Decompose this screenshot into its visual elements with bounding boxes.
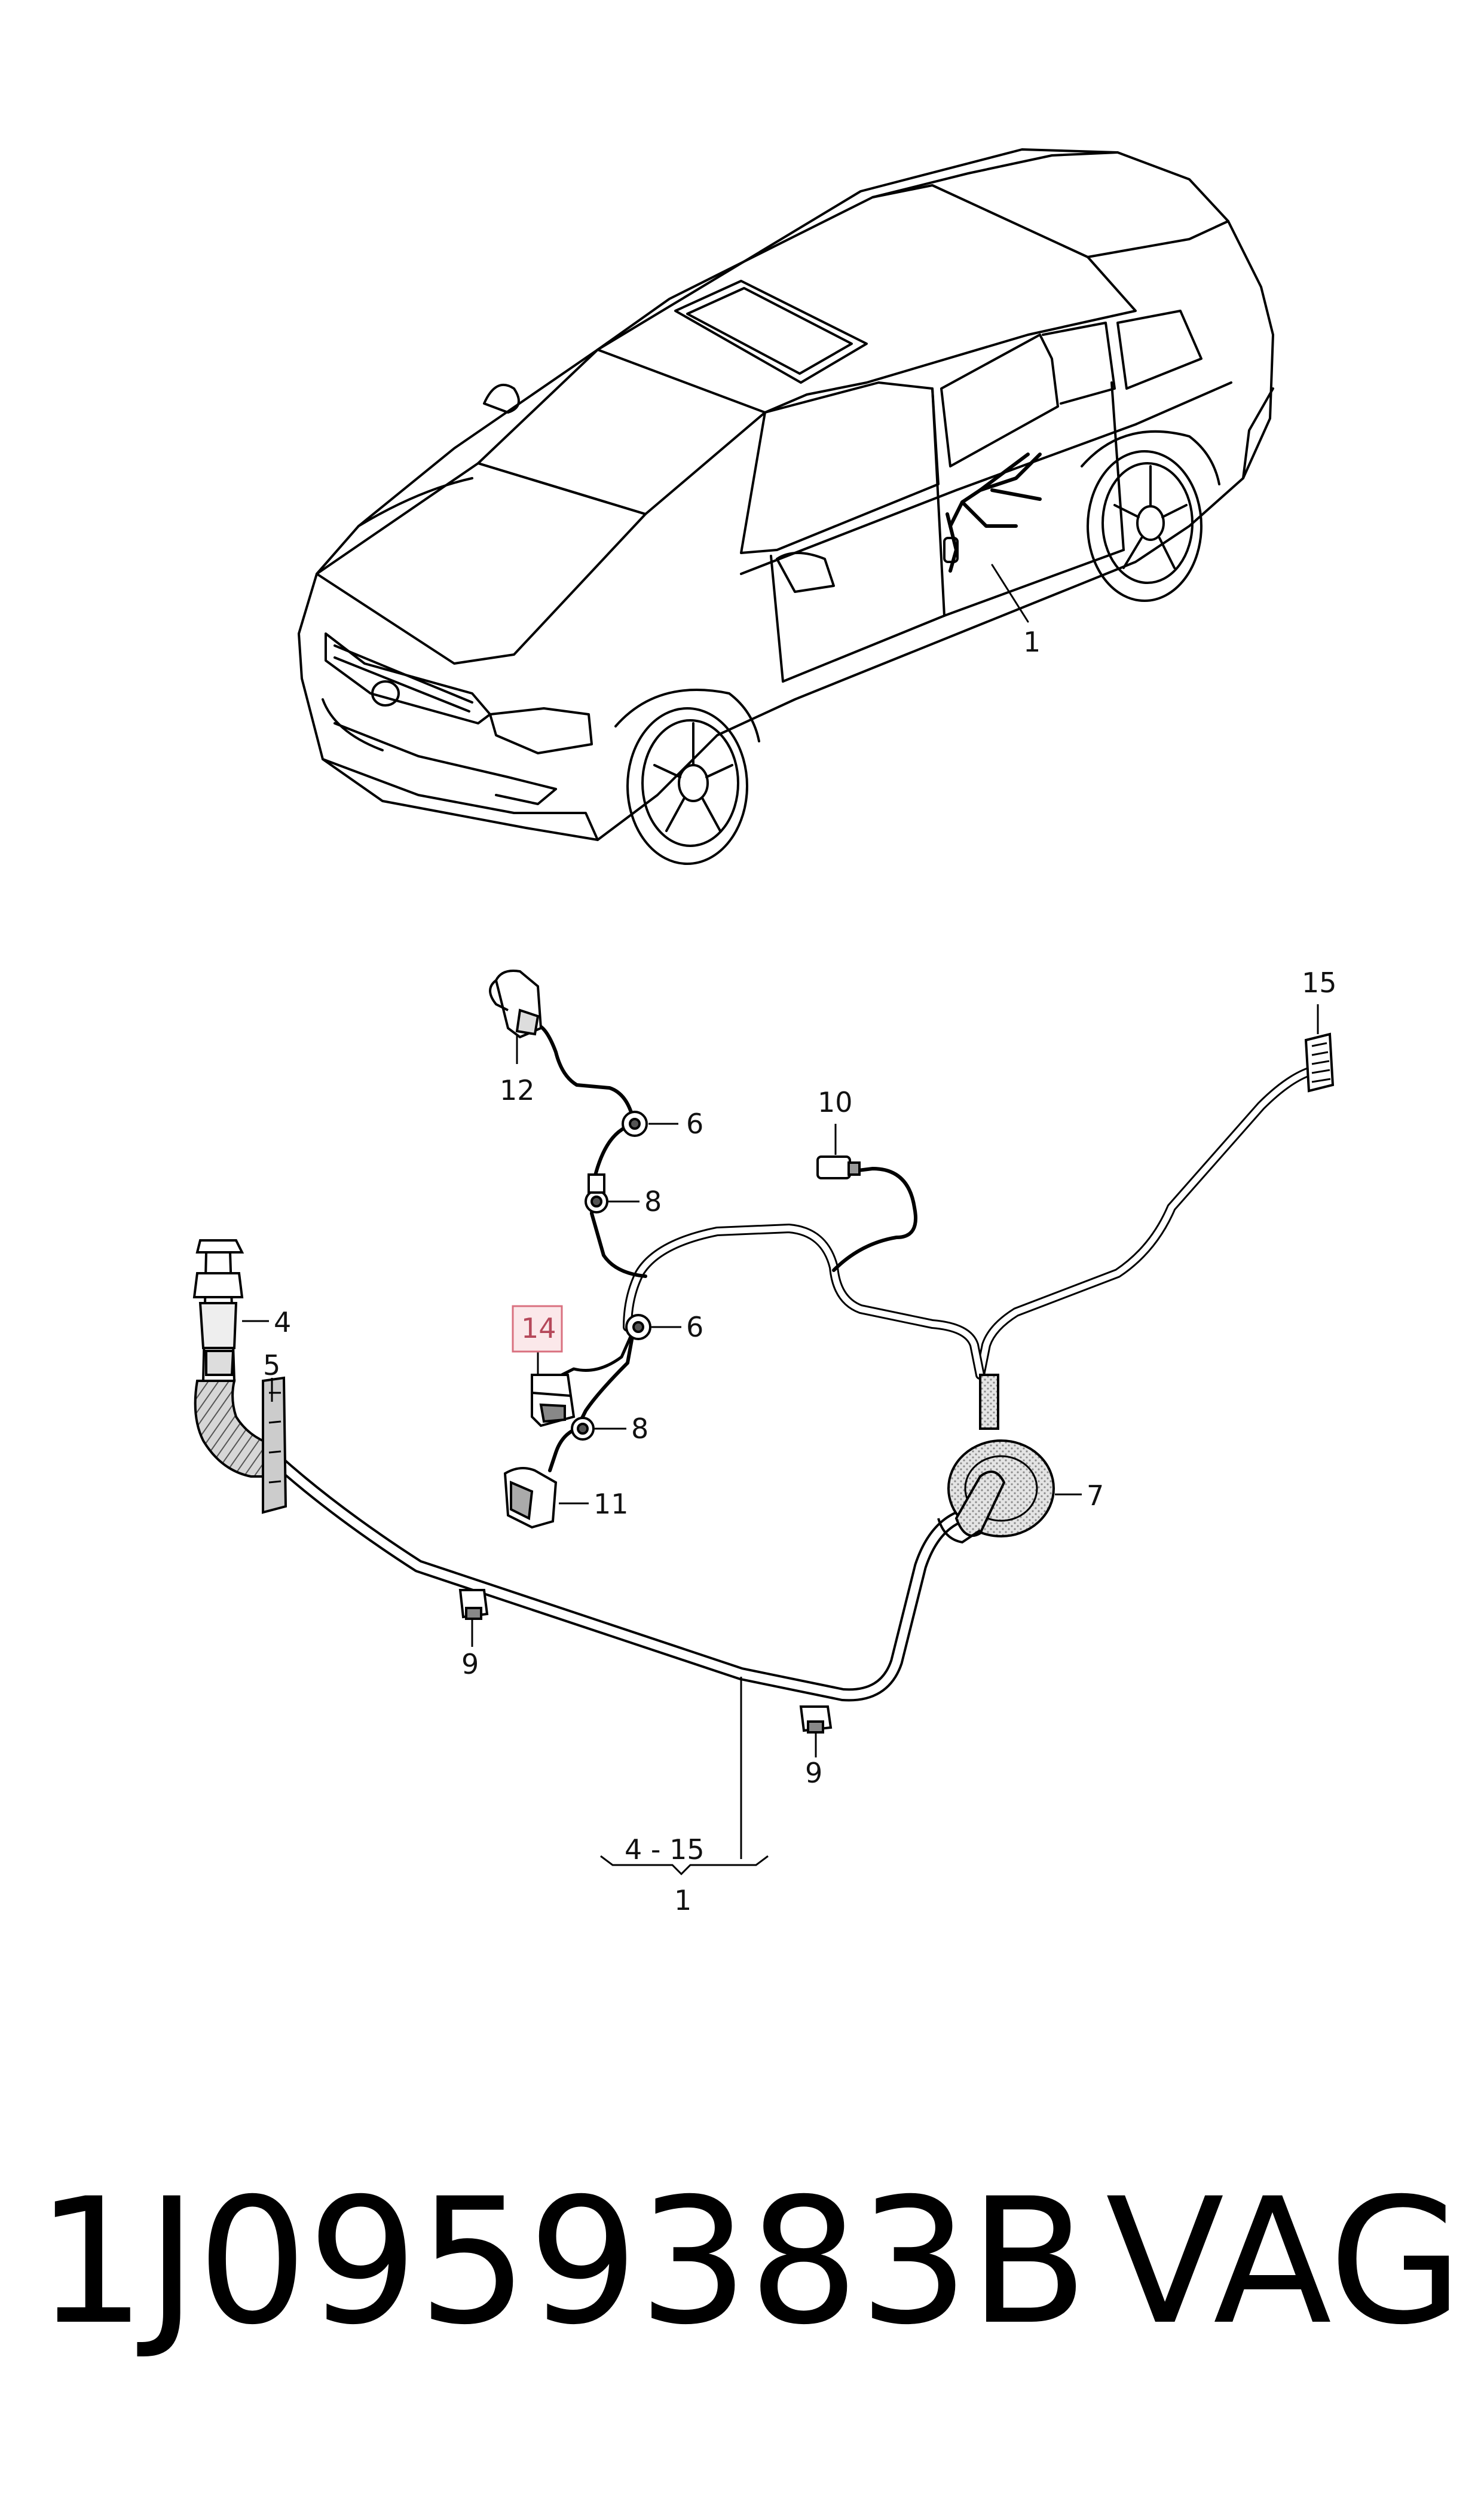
callout-6b: 6 bbox=[686, 1311, 703, 1343]
part-number: 1J0959383B bbox=[36, 2162, 1088, 2363]
callout-8a: 8 bbox=[644, 1185, 662, 1218]
connector-12 bbox=[489, 970, 543, 1039]
callout-8b: 8 bbox=[631, 1413, 648, 1445]
harness-wires bbox=[268, 1023, 1320, 1702]
component-4 bbox=[192, 1239, 244, 1382]
callout-5: 5 bbox=[263, 1349, 280, 1381]
connector-15 bbox=[1304, 1032, 1335, 1093]
leader-lines bbox=[242, 1004, 1319, 1876]
parts-diagram: 1 bbox=[192, 148, 1337, 1916]
callout-11: 11 bbox=[593, 1488, 629, 1520]
range-total: 1 bbox=[674, 1884, 691, 1916]
highlight-box-14 bbox=[512, 1305, 563, 1353]
footer: 1J0959383B VAG bbox=[36, 2162, 1463, 2363]
car-illustration bbox=[298, 148, 1274, 865]
callout-9b: 9 bbox=[805, 1757, 822, 1789]
car-callout-1: 1 bbox=[1023, 626, 1041, 658]
grommet-6a bbox=[622, 1111, 648, 1137]
clip-9b bbox=[799, 1705, 833, 1734]
callout-12: 12 bbox=[500, 1074, 535, 1106]
callout-10: 10 bbox=[818, 1086, 853, 1118]
brand-label: VAG bbox=[1106, 2162, 1463, 2363]
clip-9a bbox=[458, 1589, 489, 1620]
component-5 bbox=[194, 1376, 287, 1514]
callout-15: 15 bbox=[1302, 967, 1337, 999]
connector-11 bbox=[503, 1467, 558, 1529]
callout-7: 7 bbox=[1087, 1479, 1104, 1512]
connector-10 bbox=[816, 1155, 861, 1179]
callout-14: 14 bbox=[521, 1312, 556, 1344]
callout-6a: 6 bbox=[686, 1108, 703, 1140]
grommet-7 bbox=[937, 1374, 1055, 1544]
callout-9a: 9 bbox=[461, 1648, 479, 1680]
component-14 bbox=[531, 1374, 576, 1427]
clip-8a bbox=[585, 1173, 608, 1213]
callout-4: 4 bbox=[274, 1306, 291, 1338]
clip-8b bbox=[571, 1417, 595, 1441]
grommet-6b bbox=[625, 1314, 651, 1340]
range-label: 4 - 15 bbox=[625, 1833, 705, 1866]
